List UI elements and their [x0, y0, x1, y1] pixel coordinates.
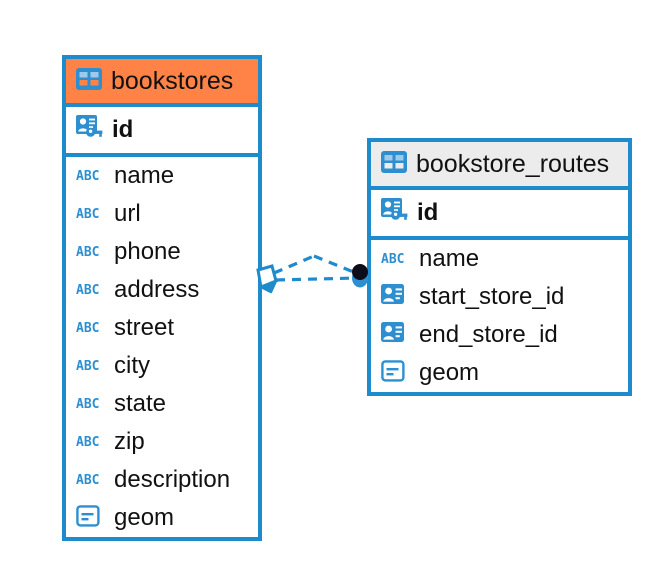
field-row-address[interactable]: ABC address — [66, 271, 258, 309]
field-label: street — [114, 314, 175, 341]
field-label: id — [417, 199, 439, 226]
field-label: name — [419, 245, 480, 272]
field-label: zip — [114, 428, 145, 455]
field-row-state[interactable]: ABC state — [66, 385, 258, 423]
abc-text-icon: ABC — [76, 434, 100, 450]
entity-header-bookstores[interactable]: bookstores — [66, 59, 258, 103]
field-label: start_store_id — [419, 283, 565, 310]
field-row-id[interactable]: id — [66, 107, 258, 153]
foreign-key-icon — [381, 284, 411, 310]
header-divider — [66, 103, 258, 107]
entity-table-bookstore-routes[interactable]: bookstore_routes — [367, 138, 632, 396]
field-label: description — [114, 466, 231, 493]
abc-text-icon: ABC — [76, 206, 100, 222]
table-icon — [381, 150, 407, 178]
relationship-connector[interactable] — [252, 240, 382, 320]
field-row-start-store-id[interactable]: start_store_id — [371, 278, 628, 316]
entity-title: bookstore_routes — [416, 149, 610, 178]
field-label: address — [114, 276, 200, 303]
field-label: id — [112, 116, 134, 143]
abc-text-icon: ABC — [76, 472, 100, 488]
geometry-icon — [76, 504, 106, 532]
field-row-id[interactable]: id — [371, 190, 628, 236]
field-row-url[interactable]: ABC url — [66, 195, 258, 233]
field-label: phone — [114, 238, 181, 265]
header-divider — [371, 186, 628, 190]
abc-text-icon: ABC — [76, 320, 100, 336]
abc-text-icon: ABC — [381, 251, 405, 267]
field-label: city — [114, 352, 150, 379]
relationship-line-upper-right — [313, 254, 357, 275]
field-row-end-store-id[interactable]: end_store_id — [371, 316, 628, 354]
primary-key-icon — [381, 197, 409, 229]
relationship-line-upper-left — [273, 254, 315, 275]
field-row-geom[interactable]: geom — [371, 354, 628, 392]
primary-key-divider — [66, 153, 258, 157]
abc-text-icon: ABC — [76, 244, 100, 260]
field-row-geom[interactable]: geom — [66, 499, 258, 537]
field-row-zip[interactable]: ABC zip — [66, 423, 258, 461]
primary-key-divider — [371, 236, 628, 240]
field-label: url — [114, 200, 141, 227]
primary-key-icon — [76, 114, 104, 146]
field-label: geom — [419, 359, 480, 386]
one-filled-circle-marker — [352, 264, 368, 288]
field-row-description[interactable]: ABC description — [66, 461, 258, 499]
abc-text-icon: ABC — [76, 168, 100, 184]
table-icon — [76, 67, 102, 95]
abc-text-icon: ABC — [76, 358, 100, 374]
abc-text-icon: ABC — [76, 282, 100, 298]
foreign-key-icon — [381, 322, 411, 348]
geometry-icon — [381, 359, 411, 387]
field-label: geom — [114, 504, 175, 531]
entity-header-bookstore-routes[interactable]: bookstore_routes — [371, 142, 628, 186]
entity-title: bookstores — [111, 66, 234, 95]
relationship-line-middle — [275, 276, 358, 282]
field-row-name[interactable]: ABC name — [66, 157, 258, 195]
abc-text-icon: ABC — [76, 396, 100, 412]
field-label: state — [114, 390, 167, 417]
field-row-city[interactable]: ABC city — [66, 347, 258, 385]
field-row-phone[interactable]: ABC phone — [66, 233, 258, 271]
field-label: name — [114, 162, 175, 189]
field-label: end_store_id — [419, 321, 558, 348]
field-row-street[interactable]: ABC street — [66, 309, 258, 347]
entity-table-bookstores[interactable]: bookstores — [62, 55, 262, 541]
field-row-name[interactable]: ABC name — [371, 240, 628, 278]
